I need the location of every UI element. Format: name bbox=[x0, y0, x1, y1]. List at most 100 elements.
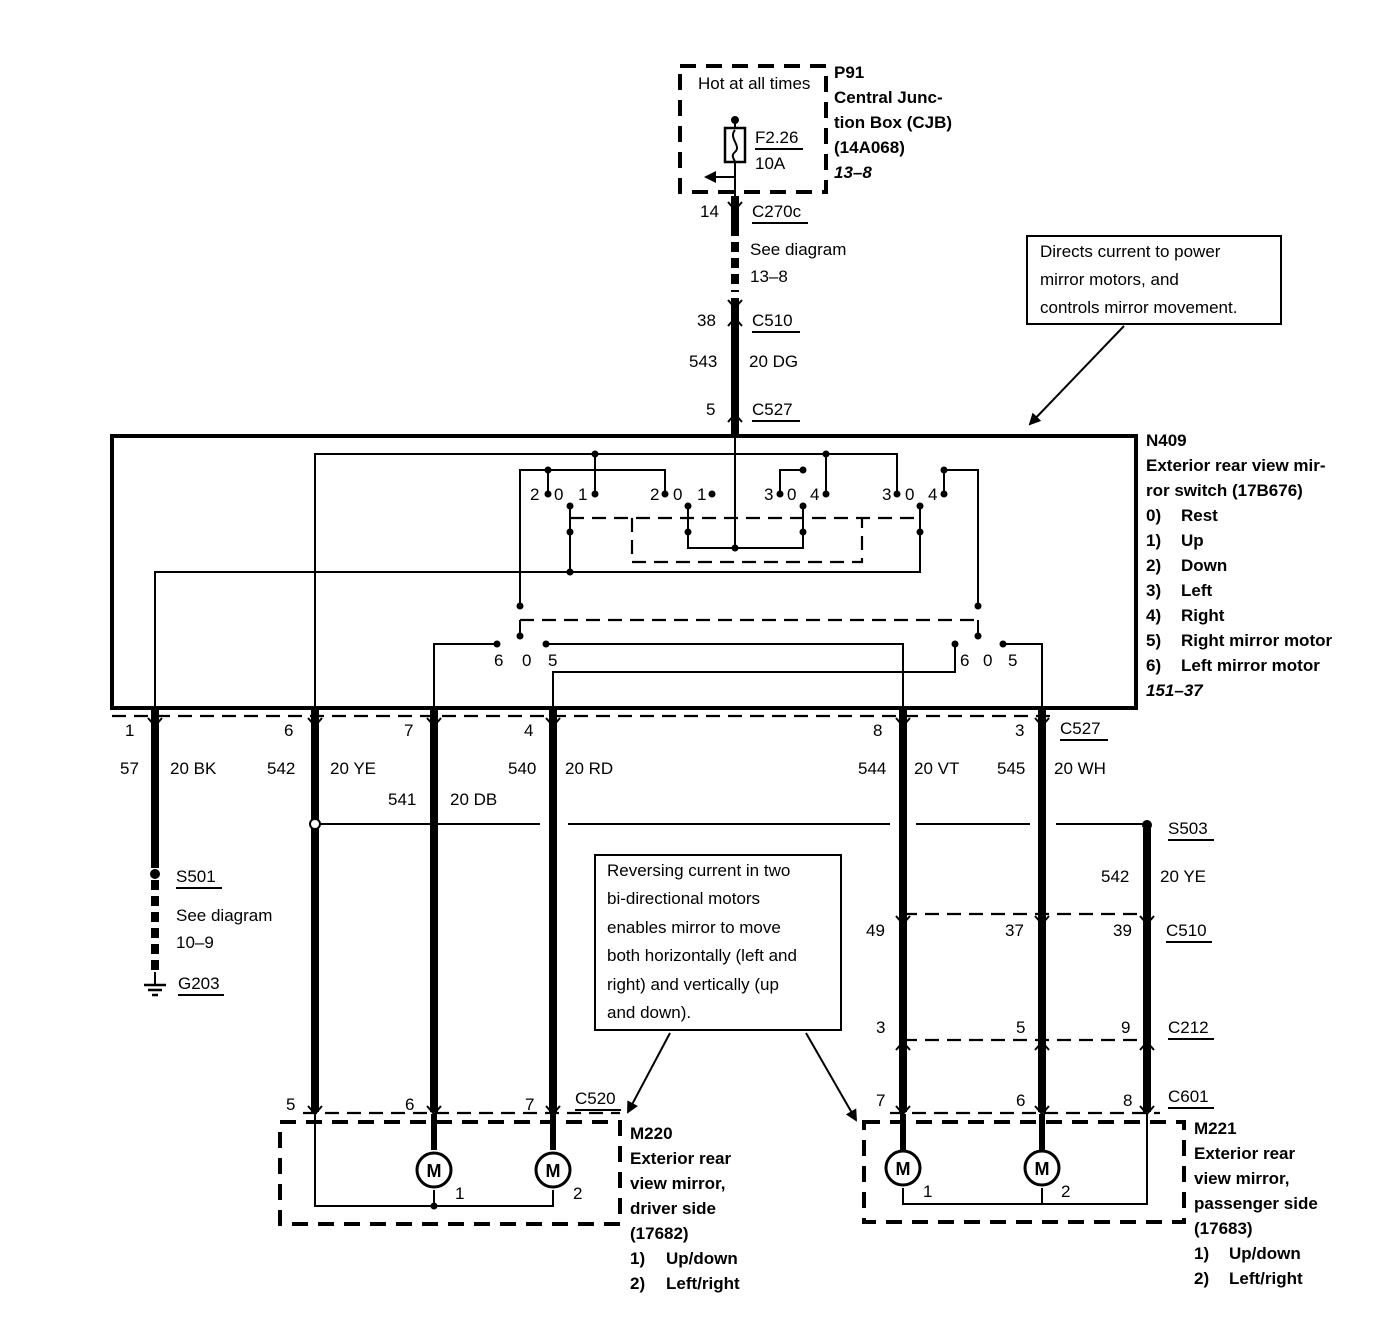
fuse-rating: 10A bbox=[755, 154, 786, 173]
c527-label-top: C527 bbox=[752, 400, 793, 419]
driver-mirror-part: (17682) bbox=[630, 1224, 689, 1243]
switch-contact-dots bbox=[493, 450, 1007, 648]
legend-num: 4) bbox=[1146, 606, 1161, 625]
wire-color-rd: 20 RD bbox=[565, 759, 613, 778]
fuse-icon bbox=[704, 116, 747, 196]
legend-text: Right mirror motor bbox=[1181, 631, 1332, 650]
passenger-mirror: M M 1 2 bbox=[862, 1114, 1186, 1224]
feed-wire-color: 20 DG bbox=[749, 352, 798, 371]
driver-legend-num: 2) bbox=[630, 1274, 645, 1293]
motor-icon: M bbox=[534, 1151, 572, 1189]
driver-mirror-name-2: view mirror, bbox=[630, 1174, 725, 1193]
wire-color-wh: 20 WH bbox=[1054, 759, 1106, 778]
pass-mirror-name-3: passenger side bbox=[1194, 1194, 1318, 1213]
cjb-ref: 13–8 bbox=[834, 163, 872, 182]
pass-motor-1-label: 1 bbox=[923, 1182, 932, 1201]
switch-id: N409 bbox=[1146, 431, 1187, 450]
s503-label: S503 bbox=[1168, 819, 1208, 838]
contact-0-e: 0 bbox=[522, 651, 531, 670]
c527-pin-5: 5 bbox=[706, 400, 715, 419]
c212-pin-5: 5 bbox=[1016, 1018, 1025, 1037]
legend-num: 5) bbox=[1146, 631, 1161, 650]
pin-7: 7 bbox=[404, 721, 413, 740]
driver-legend-text: Left/right bbox=[666, 1274, 740, 1293]
pass-mirror-name-1: Exterior rear bbox=[1194, 1144, 1295, 1163]
central-junction-box: Hot at all times P91 Central Junc- tion … bbox=[678, 63, 952, 196]
pin-1: 1 bbox=[125, 721, 134, 740]
contact-2-a: 2 bbox=[530, 485, 539, 504]
callout-mid-line-1: Reversing current in two bbox=[607, 861, 790, 880]
driver-mirror-outline bbox=[278, 1120, 622, 1226]
circuit-542: 542 bbox=[267, 759, 295, 778]
legend-num: 0) bbox=[1146, 506, 1161, 525]
driver-mirror-name-1: Exterior rear bbox=[630, 1149, 731, 1168]
pass-motor-2-label: 2 bbox=[1061, 1182, 1070, 1201]
callout-switch-function: Directs current to power mirror motors, … bbox=[1026, 235, 1282, 426]
legend-text: Down bbox=[1181, 556, 1227, 575]
c601-label: C601 bbox=[1168, 1087, 1209, 1106]
contact-3-b: 3 bbox=[882, 485, 891, 504]
driver-mirror: M M 1 2 bbox=[278, 1114, 622, 1226]
motor-symbol: M bbox=[1035, 1159, 1050, 1179]
passenger-mirror-outline bbox=[862, 1120, 1186, 1224]
legend-text: Up bbox=[1181, 531, 1204, 550]
contact-0-c: 0 bbox=[787, 485, 796, 504]
mirror-switch: 2 0 1 2 0 1 3 0 4 3 0 4 6 0 5 6 0 5 N409… bbox=[110, 431, 1332, 710]
callout-mid-line-3: enables mirror to move bbox=[607, 918, 781, 937]
contact-6-a: 6 bbox=[494, 651, 503, 670]
legend-text: Rest bbox=[1181, 506, 1218, 525]
motor-symbol: M bbox=[896, 1159, 911, 1179]
c510-label-top: C510 bbox=[752, 311, 793, 330]
passenger-connectors bbox=[895, 912, 1155, 1051]
callout-mid-line-2: bi-directional motors bbox=[607, 889, 760, 908]
wire-color-ye: 20 YE bbox=[330, 759, 376, 778]
ground-icon bbox=[144, 972, 166, 997]
c510-pin-38: 38 bbox=[697, 311, 716, 330]
switch-outline bbox=[110, 434, 1138, 710]
motor-icon: M bbox=[1023, 1149, 1061, 1187]
contact-6-b: 6 bbox=[960, 651, 969, 670]
contact-0-d: 0 bbox=[905, 485, 914, 504]
circuit-541: 541 bbox=[388, 790, 416, 809]
pass-legend-text: Up/down bbox=[1229, 1244, 1301, 1263]
s501-label: S501 bbox=[176, 867, 216, 886]
harness-wires bbox=[147, 708, 1152, 1112]
pin-6: 6 bbox=[284, 721, 293, 740]
cjb-outline bbox=[678, 64, 828, 194]
legend-num: 1) bbox=[1146, 531, 1161, 550]
feed-wire bbox=[727, 196, 743, 436]
motor-symbol: M bbox=[427, 1161, 442, 1181]
contact-4-b: 4 bbox=[928, 485, 937, 504]
fuse-label: F2.26 bbox=[755, 128, 798, 147]
contact-2-b: 2 bbox=[650, 485, 659, 504]
callout-mid-line-6: and down). bbox=[607, 1003, 691, 1022]
driver-legend-num: 1) bbox=[630, 1249, 645, 1268]
contact-1-a: 1 bbox=[578, 485, 587, 504]
cjb-name-2: tion Box (CJB) bbox=[834, 113, 952, 132]
c270c-label: C270c bbox=[752, 202, 802, 221]
callout-top-line-1: Directs current to power bbox=[1040, 242, 1221, 261]
c510-pin-49: 49 bbox=[866, 921, 885, 940]
legend-num: 3) bbox=[1146, 581, 1161, 600]
ground-see-2: 10–9 bbox=[176, 933, 214, 952]
contact-4-a: 4 bbox=[810, 485, 819, 504]
ground-see-1: See diagram bbox=[176, 906, 272, 925]
c520-pin-7: 7 bbox=[525, 1095, 534, 1114]
c601-pin-6: 6 bbox=[1016, 1091, 1025, 1110]
circuit-544: 544 bbox=[858, 759, 886, 778]
legend-text: Left bbox=[1181, 581, 1213, 600]
pass-legend-num: 1) bbox=[1194, 1244, 1209, 1263]
pin-8: 8 bbox=[873, 721, 882, 740]
motor-icon: M bbox=[884, 1149, 922, 1187]
cjb-name-1: Central Junc- bbox=[834, 88, 943, 107]
switch-name-2: ror switch (17B676) bbox=[1146, 481, 1303, 500]
wire-color-vt: 20 VT bbox=[914, 759, 959, 778]
driver-motor-2-label: 2 bbox=[573, 1184, 582, 1203]
legend-num: 2) bbox=[1146, 556, 1161, 575]
c527-label-bottom: C527 bbox=[1060, 719, 1101, 738]
legend-text: Left mirror motor bbox=[1181, 656, 1320, 675]
pass-mirror-part: (17683) bbox=[1194, 1219, 1253, 1238]
pass-mirror-name-2: view mirror, bbox=[1194, 1169, 1289, 1188]
contact-5-b: 5 bbox=[1008, 651, 1017, 670]
wire-color-db: 20 DB bbox=[450, 790, 497, 809]
